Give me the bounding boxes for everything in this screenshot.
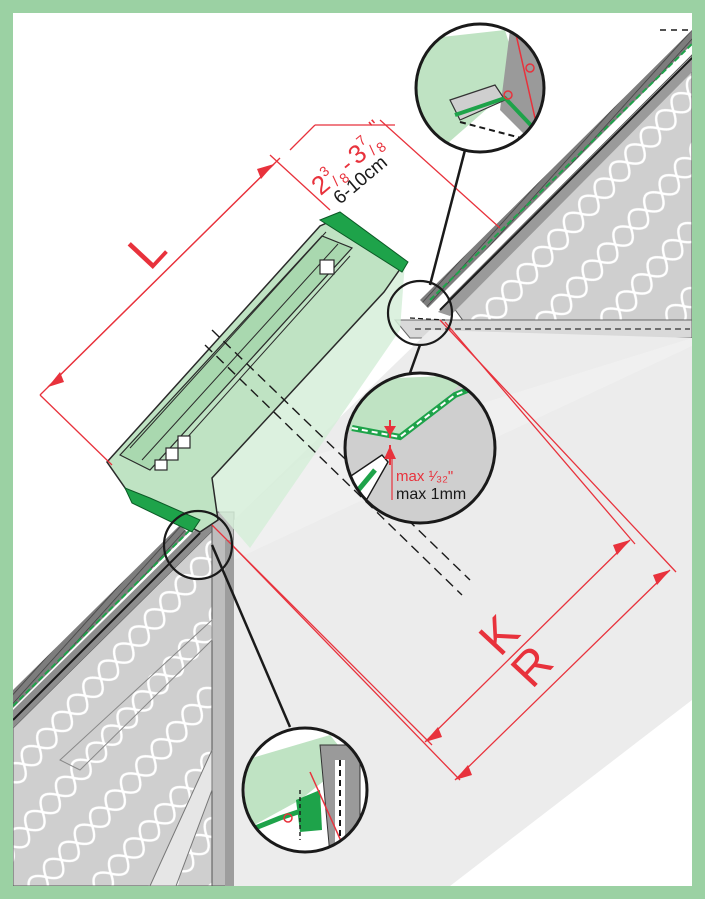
bottom-flashing: [124, 487, 201, 533]
rafter-lower: [13, 520, 215, 728]
roof-covering-lower: [13, 525, 188, 708]
roof-window-diagram: L K R 2 3 / 8 - 3 7 / 8 " 6-10cm: [13, 22, 692, 886]
tolerance-metric: max 1mm: [396, 486, 466, 503]
roof-covering-upper: [420, 30, 692, 308]
source-circle-top: [386, 279, 454, 347]
insulation-lower: [13, 526, 216, 886]
svg-text:": ": [366, 116, 386, 137]
dimension-labels: L K R 2 3 / 8 - 3 7 / 8 " 6-10cm: [117, 116, 564, 697]
dimension-lines: [39, 119, 677, 781]
detail-leaders: [210, 149, 467, 728]
label-gap-imperial: 2 3 / 8 - 3 7 / 8 ": [305, 116, 389, 201]
top-detail: [414, 22, 546, 154]
tolerance-imperial: max ¹⁄₃₂": [396, 468, 453, 485]
bottom-detail: [241, 726, 369, 854]
middle-detail: max ¹⁄₃₂" max 1mm: [343, 371, 497, 525]
source-circle-bottom: [162, 509, 234, 581]
diagram-frame: L K R 2 3 / 8 - 3 7 / 8 " 6-10cm: [13, 13, 692, 886]
break-lines: [204, 329, 471, 596]
label-L: L: [117, 221, 177, 280]
top-flashing: [318, 211, 409, 273]
